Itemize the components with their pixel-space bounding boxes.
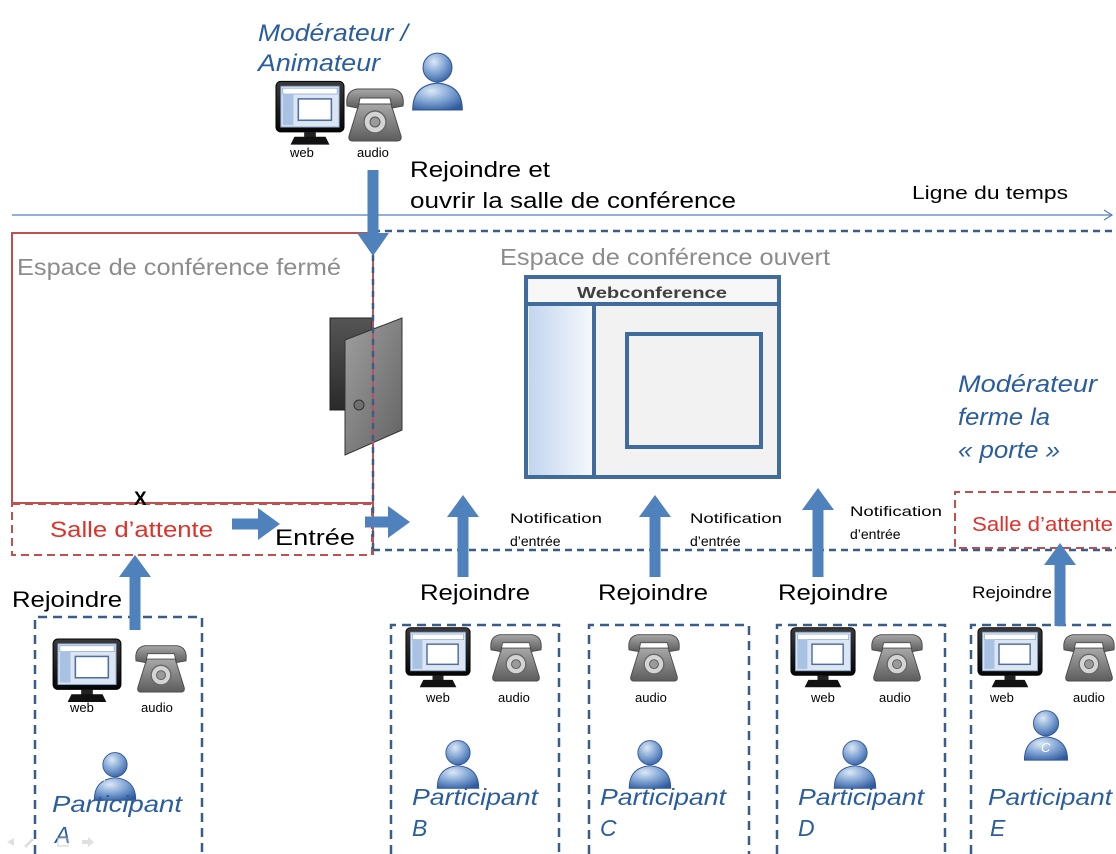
webconference-window-title: Webconference bbox=[577, 285, 727, 302]
moderator-title-line2: Animateur bbox=[256, 50, 381, 77]
participant-c-join-label: Rejoindre bbox=[598, 580, 708, 605]
webconference-title-bar bbox=[529, 280, 776, 302]
participant-d-join-arrow bbox=[802, 488, 834, 577]
next-icon[interactable] bbox=[82, 837, 94, 847]
participant-d-box bbox=[775, 623, 947, 854]
participant-e-letter: E bbox=[990, 815, 1006, 841]
moderator-audio-label: audio bbox=[357, 145, 389, 160]
participant-b-join-arrow bbox=[447, 495, 479, 577]
waiting-room-right-box bbox=[954, 491, 1116, 549]
monitor-icon bbox=[52, 638, 122, 702]
moderator-closes-line2: ferme la bbox=[958, 404, 1050, 431]
phone-icon bbox=[345, 88, 405, 142]
door-icon bbox=[329, 317, 403, 456]
monitor-icon bbox=[405, 626, 471, 688]
participant-a-join-arrow bbox=[119, 555, 151, 630]
participant-e-name: Participant bbox=[988, 784, 1114, 810]
participant-b-box bbox=[389, 623, 561, 854]
participant-c-letter: C bbox=[600, 815, 617, 841]
participant-b-letter: B bbox=[412, 815, 427, 841]
open-space-label: Espace de conférence ouvert bbox=[500, 244, 831, 270]
participant-b-audio-label: audio bbox=[498, 690, 530, 705]
moderator-closes-line1: Modérateur bbox=[958, 371, 1098, 398]
notification-c-line1: Notification bbox=[690, 510, 782, 526]
arrow-to-entry bbox=[232, 508, 280, 540]
participant-a-audio-label: audio bbox=[141, 700, 173, 715]
participant-a-web-label: web bbox=[69, 700, 94, 715]
moderator-title-line1: Modérateur / bbox=[258, 20, 411, 47]
notification-b-line1: Notification bbox=[510, 510, 602, 526]
moderator-web-label: web bbox=[289, 145, 314, 160]
moderator-closes-line3: « porte » bbox=[958, 437, 1060, 464]
blocked-mark: X bbox=[134, 489, 147, 510]
phone-icon bbox=[490, 633, 542, 682]
person-icon bbox=[412, 52, 463, 111]
participant-a-name: Participant bbox=[52, 791, 184, 817]
waiting-room-right-label: Salle d’attente bbox=[972, 514, 1113, 536]
phone-icon bbox=[1063, 634, 1115, 682]
waiting-room-left-box bbox=[11, 503, 373, 556]
arrow-into-open-space bbox=[365, 506, 410, 538]
participant-d-audio-label: audio bbox=[879, 690, 911, 705]
participant-b-name: Participant bbox=[412, 784, 540, 810]
webconference-window: Webconference bbox=[524, 275, 781, 479]
pen-icon[interactable] bbox=[24, 838, 34, 848]
participant-e-join-arrow bbox=[1044, 543, 1076, 626]
participant-d-web-label: web bbox=[810, 690, 835, 705]
waiting-room-left-label: Salle d’attente bbox=[50, 517, 213, 542]
webconference-sidebar bbox=[529, 306, 592, 475]
closed-space-label: Espace de conférence fermé bbox=[17, 254, 341, 280]
participant-b-web-label: web bbox=[425, 690, 450, 705]
participant-d-join-label: Rejoindre bbox=[778, 580, 888, 605]
participant-e-join-label: Rejoindre bbox=[972, 583, 1052, 602]
join-and-open-line2: ouvrir la salle de conférence bbox=[410, 188, 736, 213]
person-icon bbox=[436, 740, 480, 789]
person-icon bbox=[628, 740, 672, 789]
participant-a-avatar-letter: A bbox=[96, 769, 106, 784]
phone-icon bbox=[628, 633, 680, 682]
participant-b-join-label: Rejoindre bbox=[420, 580, 530, 605]
notification-b-line2: d’entrée bbox=[510, 533, 561, 549]
notification-d-line2: d’entrée bbox=[850, 526, 901, 542]
participant-a-box bbox=[33, 615, 204, 854]
participant-e-audio-label: audio bbox=[1073, 690, 1105, 705]
participant-c-name: Participant bbox=[600, 784, 728, 810]
join-and-open-line1: Rejoindre et bbox=[410, 157, 550, 182]
previous-icon[interactable] bbox=[7, 838, 14, 846]
participant-a-join-label: Rejoindre bbox=[12, 587, 122, 612]
phone-icon bbox=[871, 633, 923, 682]
monitor-icon bbox=[275, 80, 345, 145]
door-knob bbox=[353, 399, 365, 411]
participant-d-letter: D bbox=[798, 815, 815, 841]
notification-c-line2: d’entrée bbox=[690, 533, 741, 549]
phone-icon bbox=[135, 644, 187, 693]
person-icon bbox=[833, 740, 877, 789]
monitor-icon bbox=[977, 626, 1043, 688]
entry-label: Entrée bbox=[275, 525, 355, 550]
monitor-icon bbox=[790, 626, 856, 688]
menu-icon[interactable] bbox=[57, 837, 69, 847]
participant-c-audio-label: audio bbox=[635, 690, 667, 705]
moderator-join-arrow bbox=[357, 170, 389, 256]
timeline-label: Ligne du temps bbox=[912, 183, 1068, 203]
participant-e-avatar-letter: C bbox=[1041, 740, 1051, 755]
timeline-arrowhead bbox=[1103, 209, 1114, 221]
participant-e-box bbox=[969, 623, 1116, 854]
webconference-content-pane bbox=[625, 332, 763, 449]
participant-e-web-label: web bbox=[989, 690, 1014, 705]
slide-nav-controls bbox=[7, 837, 94, 848]
notification-d-line1: Notification bbox=[850, 503, 942, 519]
participant-c-box bbox=[587, 623, 751, 854]
participant-d-name: Participant bbox=[798, 784, 926, 810]
participant-c-join-arrow bbox=[639, 495, 671, 577]
